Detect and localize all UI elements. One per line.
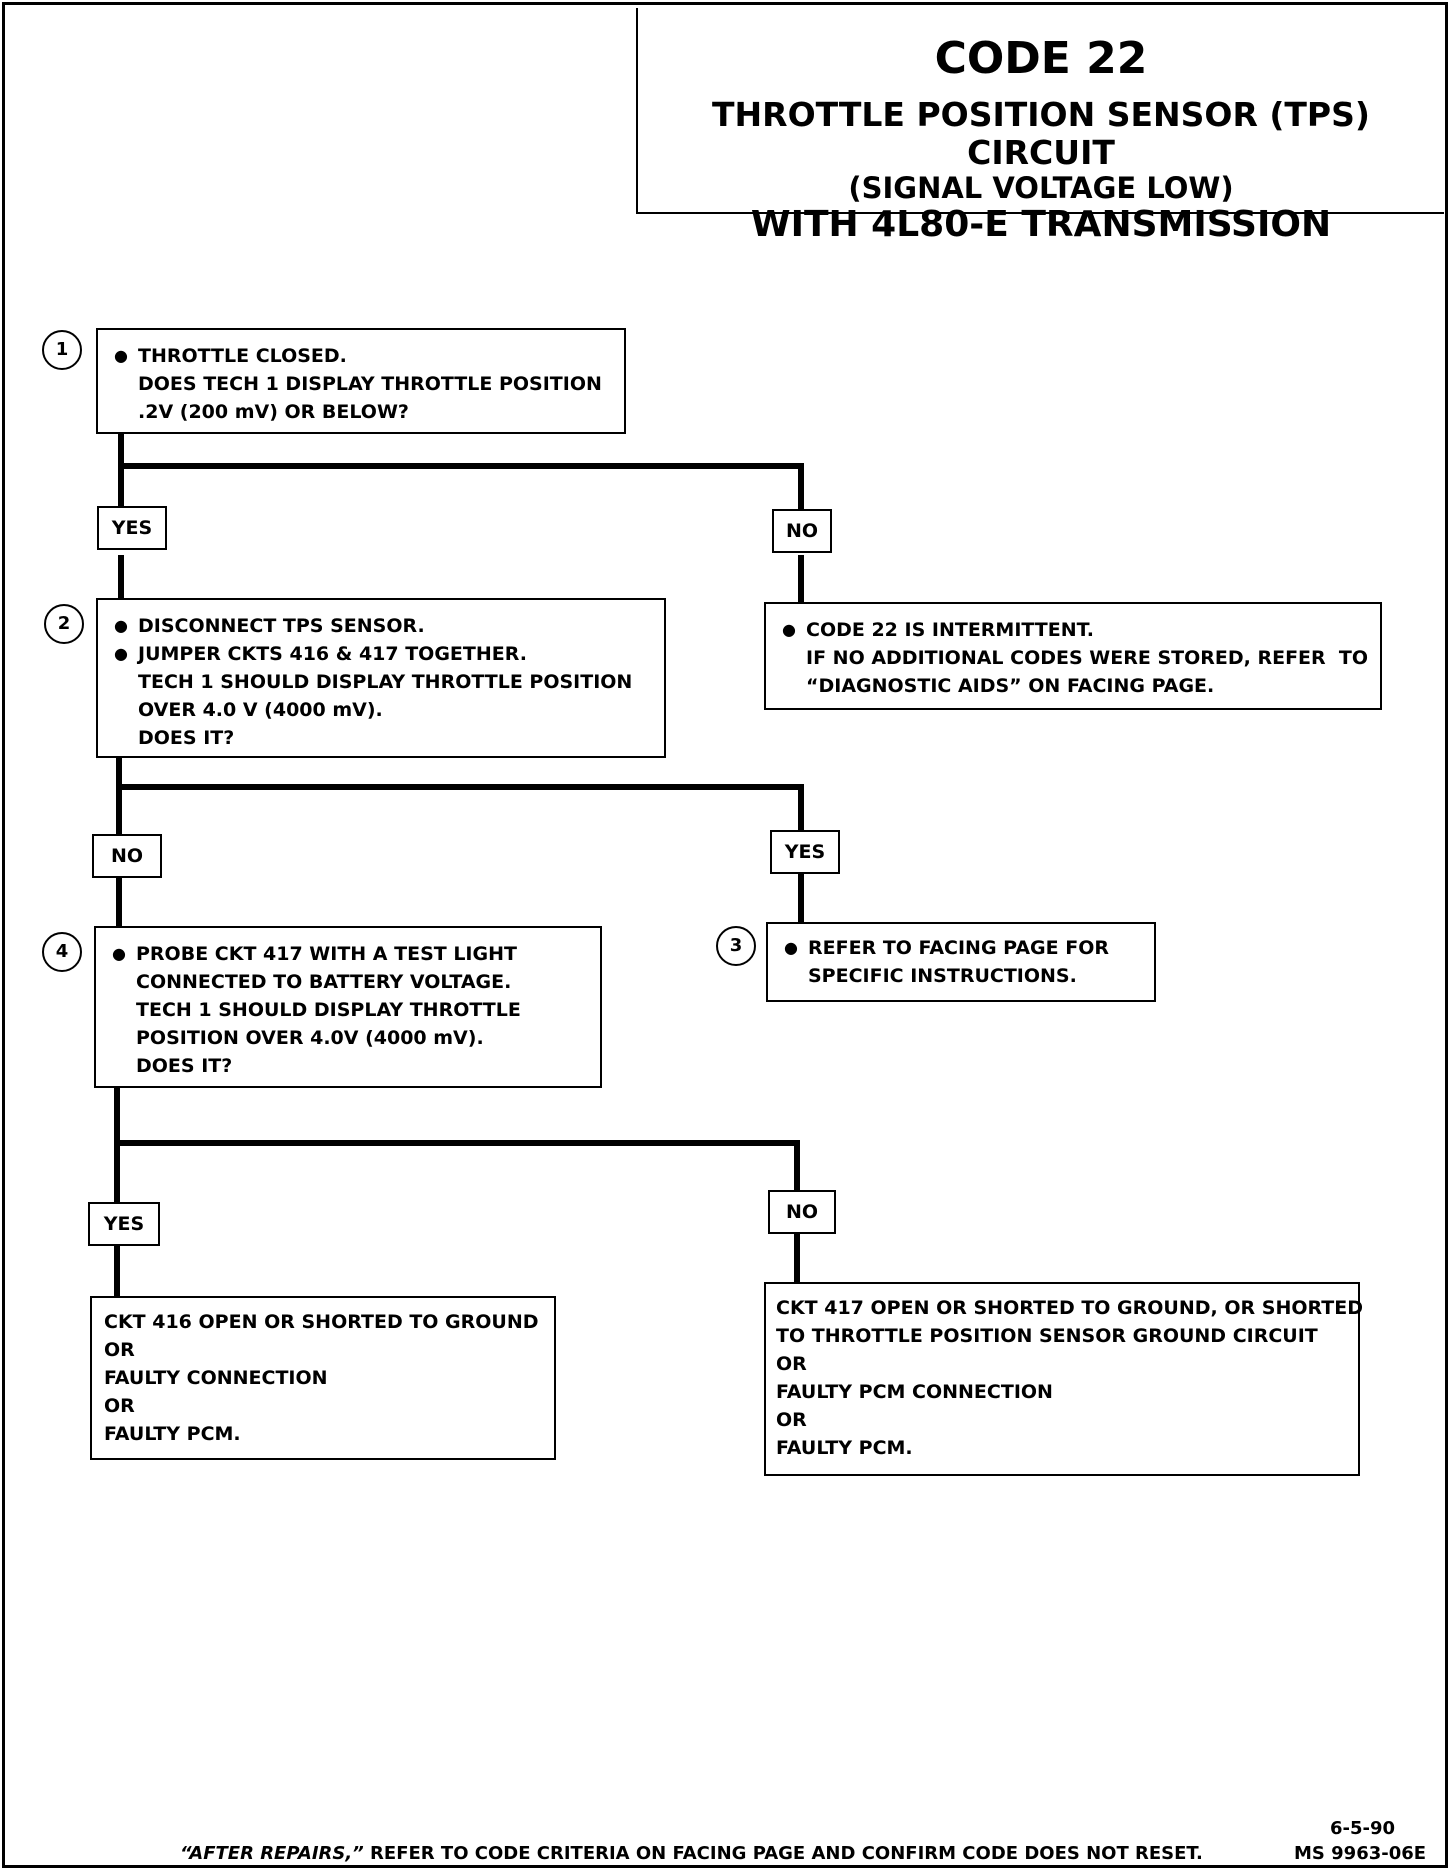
connector-line (118, 463, 804, 469)
bullet-icon: ● (114, 616, 128, 635)
bullet-icon: ● (114, 346, 128, 365)
result-ckt416-box: CKT 416 OPEN OR SHORTED TO GROUND OR FAU… (90, 1296, 556, 1460)
step-1-text: THROTTLE CLOSED. DOES TECH 1 DISPLAY THR… (138, 345, 602, 423)
yes-label: YES (770, 830, 840, 874)
transmission-subtitle: WITH 4L80-E TRANSMISSION (750, 204, 1332, 245)
no-label: NO (768, 1190, 836, 1234)
result-ckt417-text: CKT 417 OPEN OR SHORTED TO GROUND, OR SH… (776, 1297, 1363, 1459)
result-ckt417-box: CKT 417 OPEN OR SHORTED TO GROUND, OR SH… (764, 1282, 1363, 1476)
no-label: NO (92, 834, 162, 878)
footer-note: “AFTER REPAIRS,” REFER TO CODE CRITERIA … (180, 1843, 1203, 1864)
bullet-row: ● DISCONNECT TPS SENSOR. (104, 612, 658, 640)
bullet-icon: ● (782, 620, 796, 639)
step-3-text: REFER TO FACING PAGE FOR SPECIFIC INSTRU… (808, 937, 1110, 987)
step-3-box: ● REFER TO FACING PAGE FOR SPECIFIC INST… (766, 922, 1156, 1002)
connector-line (798, 555, 804, 603)
step-1-box: ● THROTTLE CLOSED. DOES TECH 1 DISPLAY T… (96, 328, 626, 434)
connector-line (118, 434, 124, 512)
no-label: NO (772, 509, 832, 553)
step-2-text-a: DISCONNECT TPS SENSOR. (138, 615, 425, 637)
bullet-row: ● REFER TO FACING PAGE FOR SPECIFIC INST… (774, 934, 1148, 990)
yes-label: YES (97, 506, 167, 550)
connector-line (114, 1244, 120, 1296)
after-repairs-text: “AFTER REPAIRS,” (180, 1843, 364, 1864)
footer-instruction: REFER TO CODE CRITERIA ON FACING PAGE AN… (363, 1843, 1203, 1864)
revision-date: 6-5-90 (1330, 1818, 1396, 1839)
connector-line (798, 784, 804, 830)
document-number: MS 9963-06E (1294, 1843, 1427, 1864)
connector-line (116, 758, 122, 836)
code-title: CODE 22 (934, 33, 1148, 84)
circuit-title: THROTTLE POSITION SENSOR (TPS) CIRCUIT (712, 95, 1370, 172)
intermittent-text: CODE 22 IS INTERMITTENT. IF NO ADDITIONA… (806, 619, 1369, 697)
step-2-box: ● DISCONNECT TPS SENSOR. ● JUMPER CKTS 4… (96, 598, 666, 758)
connector-line (116, 878, 122, 926)
bullet-row: ● PROBE CKT 417 WITH A TEST LIGHT CONNEC… (102, 940, 594, 1080)
bullet-icon: ● (784, 938, 798, 957)
step-4-text: PROBE CKT 417 WITH A TEST LIGHT CONNECTE… (136, 943, 521, 1077)
connector-line (118, 555, 124, 600)
connector-line (116, 784, 804, 790)
bullet-row: ● JUMPER CKTS 416 & 417 TOGETHER. TECH 1… (104, 640, 658, 752)
step-number-4: 4 (42, 932, 82, 972)
title-block: CODE 22 THROTTLE POSITION SENSOR (TPS) C… (636, 8, 1444, 245)
step-number-2: 2 (44, 604, 84, 644)
bullet-row: ● CODE 22 IS INTERMITTENT. IF NO ADDITIO… (772, 616, 1374, 700)
step-number-3: 3 (716, 926, 756, 966)
connector-line (794, 1140, 800, 1192)
step-4-box: ● PROBE CKT 417 WITH A TEST LIGHT CONNEC… (94, 926, 602, 1088)
connector-line (114, 1140, 800, 1146)
result-ckt416-text: CKT 416 OPEN OR SHORTED TO GROUND OR FAU… (104, 1311, 539, 1445)
connector-line (798, 874, 804, 922)
step-2-text-b: JUMPER CKTS 416 & 417 TOGETHER. TECH 1 S… (138, 643, 633, 749)
bullet-icon: ● (112, 944, 126, 963)
connector-line (798, 463, 804, 515)
intermittent-box: ● CODE 22 IS INTERMITTENT. IF NO ADDITIO… (764, 602, 1382, 710)
connector-line (794, 1234, 800, 1282)
bullet-row: ● THROTTLE CLOSED. DOES TECH 1 DISPLAY T… (104, 342, 618, 426)
bullet-icon: ● (114, 644, 128, 663)
yes-label: YES (88, 1202, 160, 1246)
condition-subtitle: (SIGNAL VOLTAGE LOW) (848, 171, 1234, 205)
step-number-1: 1 (42, 330, 82, 370)
